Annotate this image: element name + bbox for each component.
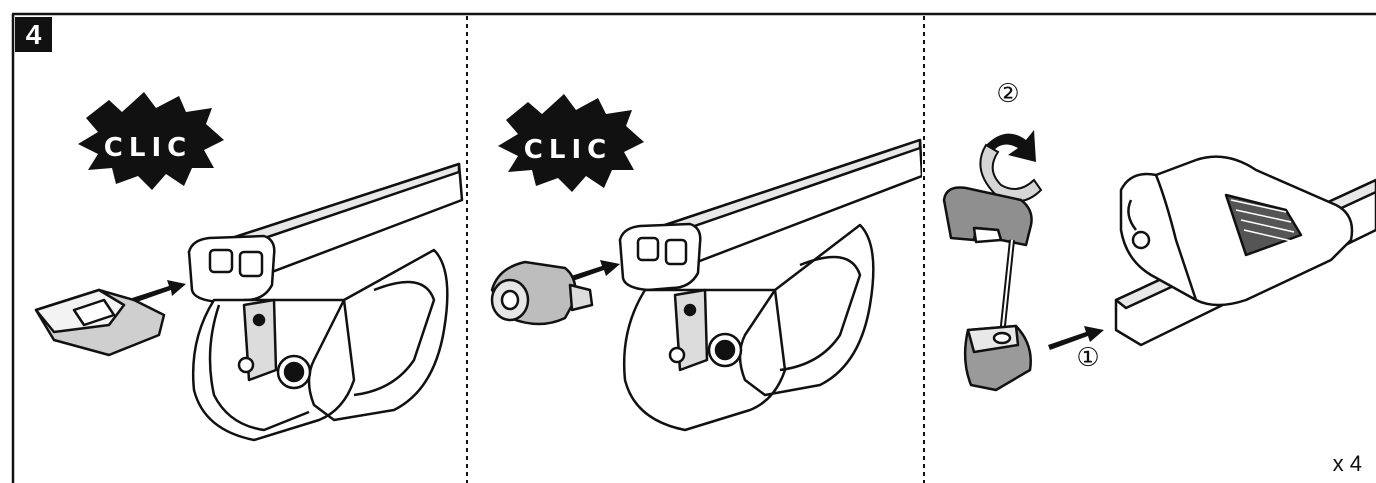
- cover-cap-with-key: [942, 186, 1033, 392]
- step-one-marker: ①: [1076, 343, 1099, 373]
- panel-1-end-cap-insertion: CLIC: [34, 92, 464, 442]
- lock-cap-piece: [490, 260, 594, 326]
- insert-arrow: [565, 260, 620, 283]
- insert-arrow: [132, 280, 186, 303]
- rotation-arrow-icon: [979, 130, 1043, 203]
- clic-label: CLIC: [524, 135, 612, 165]
- quantity-label: x 4: [1332, 451, 1362, 476]
- clic-label: CLIC: [104, 133, 192, 163]
- clic-burst: CLIC: [498, 94, 644, 192]
- end-cap-piece: [34, 288, 166, 357]
- foot-on-roof-rail: [1114, 155, 1376, 347]
- clic-burst: CLIC: [78, 92, 224, 190]
- insert-arrow: [1048, 326, 1104, 350]
- panel-3-cover-key-fitting: ② ①: [942, 79, 1376, 392]
- panel-2-lock-cap-insertion: CLIC: [490, 94, 922, 432]
- step-number-badge: 4: [15, 17, 52, 52]
- roof-bar: [187, 162, 464, 304]
- step-two-marker: ②: [996, 79, 1019, 109]
- roof-bar: [618, 138, 922, 292]
- roof-bar-foot: [622, 223, 875, 432]
- roof-bar-foot: [191, 248, 449, 442]
